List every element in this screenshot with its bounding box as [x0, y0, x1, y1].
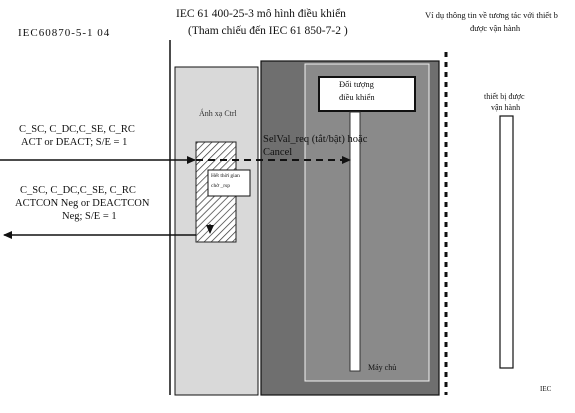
act-deact-label-line1: C_SC, C_DC,C_SE, C_RC — [19, 124, 135, 135]
ctrl-mapping-label: Ánh xạ Ctrl — [199, 109, 237, 118]
example-title-line2: được vận hành — [470, 23, 521, 33]
selval-label-line1: SelVal_req (tắt/bật) hoặc — [263, 134, 368, 145]
act-deact-label-line2: ACT or DEACT; S/E = 1 — [21, 137, 128, 148]
iec-footer-label: IEC — [540, 385, 552, 393]
ctrl-mapping-box — [174, 66, 259, 396]
actcon-neg-label-line3: Neg; S/E = 1 — [62, 211, 117, 222]
model-title-line2: (Tham chiếu đến IEC 61 850-7-2 ) — [188, 25, 348, 37]
actcon-neg-label-line2: ACTCON Neg or DEACTCON — [15, 198, 150, 209]
model-title-line1: IEC 61 400-25-3 mô hình điều khiển — [176, 8, 346, 20]
control-object-box — [318, 76, 416, 112]
operated-device-lifeline — [499, 115, 514, 369]
operated-device-label-line1: thiết bị được — [484, 92, 525, 101]
control-object-lifeline — [349, 111, 361, 372]
actcon-neg-label-line1: C_SC, C_DC,C_SE, C_RC — [20, 185, 136, 196]
operated-device-label-line2: vận hành — [491, 103, 521, 112]
selval-label-line2: Cancel — [263, 147, 293, 158]
iec60870-label: IEC60870-5-1 04 — [18, 27, 111, 39]
wait-time-label-line1: Hết thời gian — [211, 173, 240, 179]
server-label: Máy chủ — [368, 363, 397, 372]
example-title-line1: Ví dụ thông tin về tương tác với thiết b — [425, 10, 558, 20]
server-inner-box — [304, 63, 430, 382]
wait-time-label-line2: chờ _rsp — [211, 183, 230, 189]
control-object-label-line2: điều khiển — [339, 92, 375, 102]
wait-time-box — [207, 169, 251, 197]
control-object-label-line1: Đối tượng — [339, 79, 374, 89]
